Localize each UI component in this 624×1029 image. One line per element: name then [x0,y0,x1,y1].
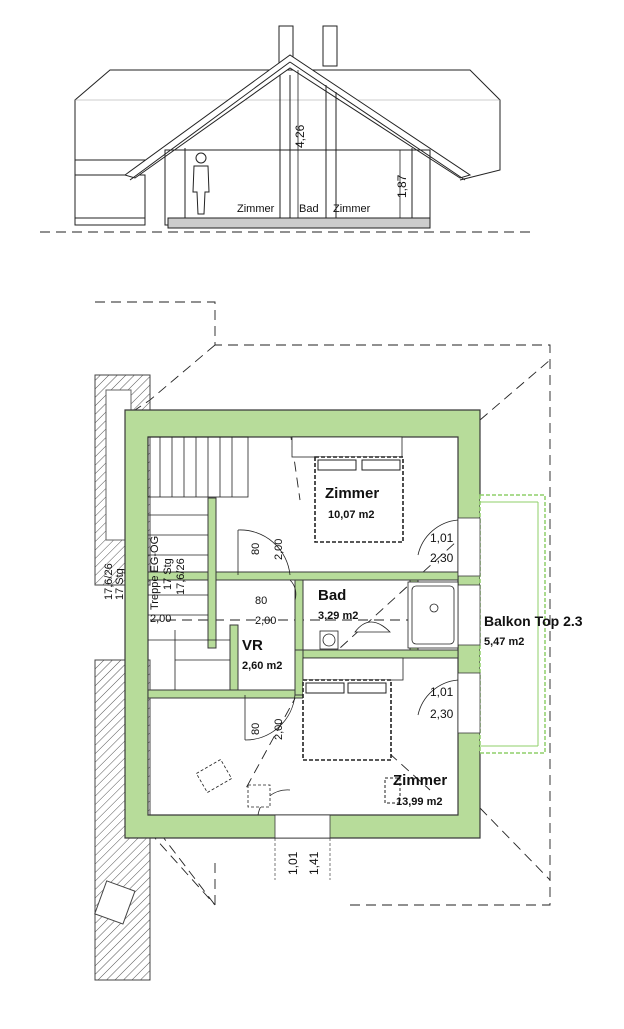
door-bad-height: 2,00 [255,615,276,627]
balcony-name: Balkon Top 2.3 [484,613,583,629]
building-section: 4,26 1,87 Zimmer Bad Zimmer [40,25,535,233]
staircase [147,436,249,690]
door-top-height: 2,00 [273,539,285,560]
door-top-width: 80 [250,543,262,555]
section-height-ridge: 4,26 [293,124,307,148]
room-vr-area: 2,60 m2 [242,660,282,672]
section-room-2: Bad [299,203,319,215]
door-swings [237,529,297,741]
room-zimmer-bottom-name: Zimmer [393,772,447,789]
gable-roof [123,54,472,179]
windows [274,517,481,839]
door-bottom-width: 80 [250,723,262,735]
door-vr-height: 2,00 [150,613,171,625]
room-zimmer-top-name: Zimmer [325,485,379,502]
floor-plan: 17 Stg 17,6/26 [94,301,583,981]
stair-left-text-2: 17,6/26 [103,563,115,600]
window-top-width: 1,01 [430,531,454,545]
window-top-height: 2,30 [430,551,454,565]
chimney-right [322,25,338,67]
room-zimmer-bottom-area: 13,99 m2 [396,796,442,808]
stair-label-3: 17,6/26 [175,558,187,595]
window-bottom-height: 2,30 [430,707,454,721]
bed-bottom [302,657,404,804]
section-height-knee: 1,87 [395,174,409,198]
room-bad-name: Bad [318,587,346,604]
bed-top [291,436,404,543]
window-low-height: 1,41 [307,851,321,875]
section-room-1: Zimmer [237,203,275,215]
balcony-area: 5,47 m2 [484,636,524,648]
room-vr-name: VR [242,637,263,654]
stair-label-1: Treppe EG-OG [149,536,161,610]
room-bad-area: 3,29 m2 [318,610,358,622]
section-room-3: Zimmer [333,203,371,215]
person-icon [192,152,210,215]
balcony-outline [479,494,546,754]
stair-label-2: 17 Stg [162,558,174,590]
door-bottom-height: 2,00 [273,719,285,740]
annex-left [74,174,146,226]
door-bad-width: 80 [255,595,267,607]
window-low-width: 1,01 [286,851,300,875]
window-bottom-width: 1,01 [430,685,454,699]
desk-chair [195,758,271,808]
room-zimmer-top-area: 10,07 m2 [328,509,374,521]
stair-left-text-1: 17 Stg [114,568,126,600]
bathroom-fixtures [319,581,459,650]
